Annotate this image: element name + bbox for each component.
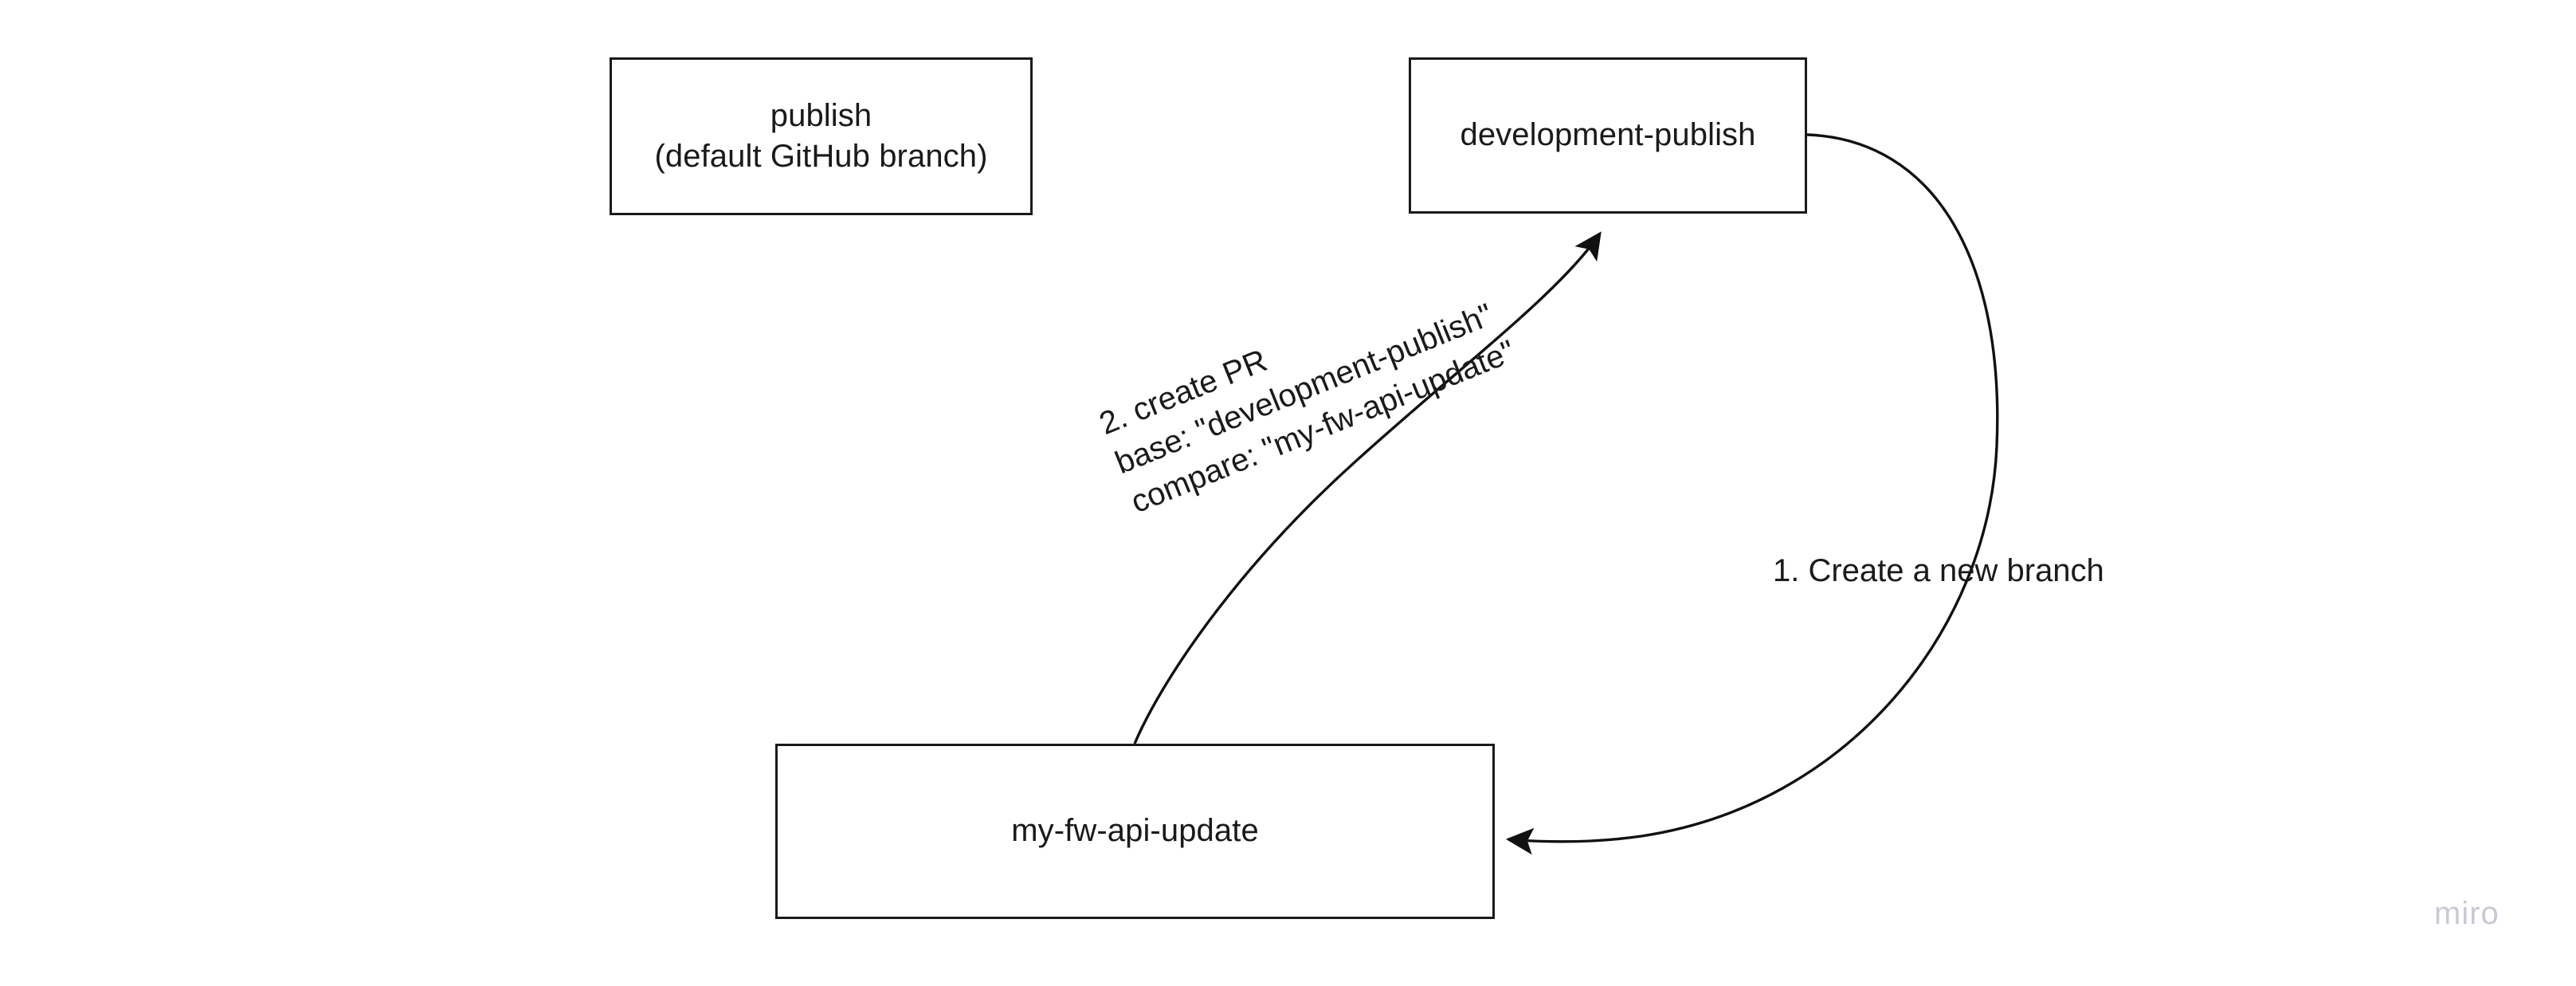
edge-create-branch-path xyxy=(1505,133,1999,855)
edge-label-create-pr[interactable]: 2. create PR base: "development-publish"… xyxy=(1094,297,1520,520)
edge-label-create-branch[interactable]: 1. Create a new branch xyxy=(1773,553,2104,588)
node-publish[interactable]: publish (default GitHub branch) xyxy=(610,57,1033,215)
node-my-fw-api-update[interactable]: my-fw-api-update xyxy=(775,744,1495,919)
node-publish-label: publish (default GitHub branch) xyxy=(654,97,988,174)
miro-watermark: miro xyxy=(2434,896,2500,931)
node-my-fw-api-update-label: my-fw-api-update xyxy=(1011,813,1259,849)
node-development-publish-label: development-publish xyxy=(1460,117,1756,153)
node-development-publish[interactable]: development-publish xyxy=(1409,57,1807,214)
